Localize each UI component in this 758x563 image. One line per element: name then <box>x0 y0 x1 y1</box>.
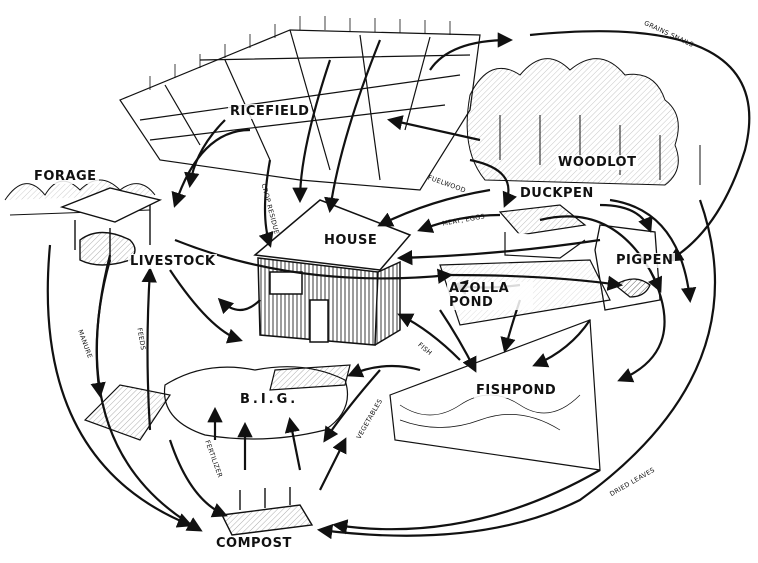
woodlot-label: WOODLOT <box>556 155 639 170</box>
big-label: B.I.G. <box>238 392 301 407</box>
azolla-pond-label: AZOLLA POND <box>447 282 533 310</box>
compost-label: COMPOST <box>214 536 294 551</box>
livestock-shed-illustration <box>59 187 163 266</box>
fishpond-label: FISHPOND <box>474 383 559 398</box>
ricefield-illustration <box>119 16 481 191</box>
big-beds-illustration <box>83 364 351 441</box>
flow-arrows <box>46 30 751 540</box>
compost-illustration <box>220 487 314 536</box>
pigpen-label: PIGPEN <box>614 253 676 268</box>
duckpen-label: DUCKPEN <box>518 186 596 201</box>
forage-label: FORAGE <box>32 169 99 184</box>
house-label: HOUSE <box>322 233 380 248</box>
woodlot-illustration <box>466 58 701 186</box>
ricefield-label: RICEFIELD <box>228 104 312 119</box>
livestock-label: LIVESTOCK <box>128 254 218 269</box>
